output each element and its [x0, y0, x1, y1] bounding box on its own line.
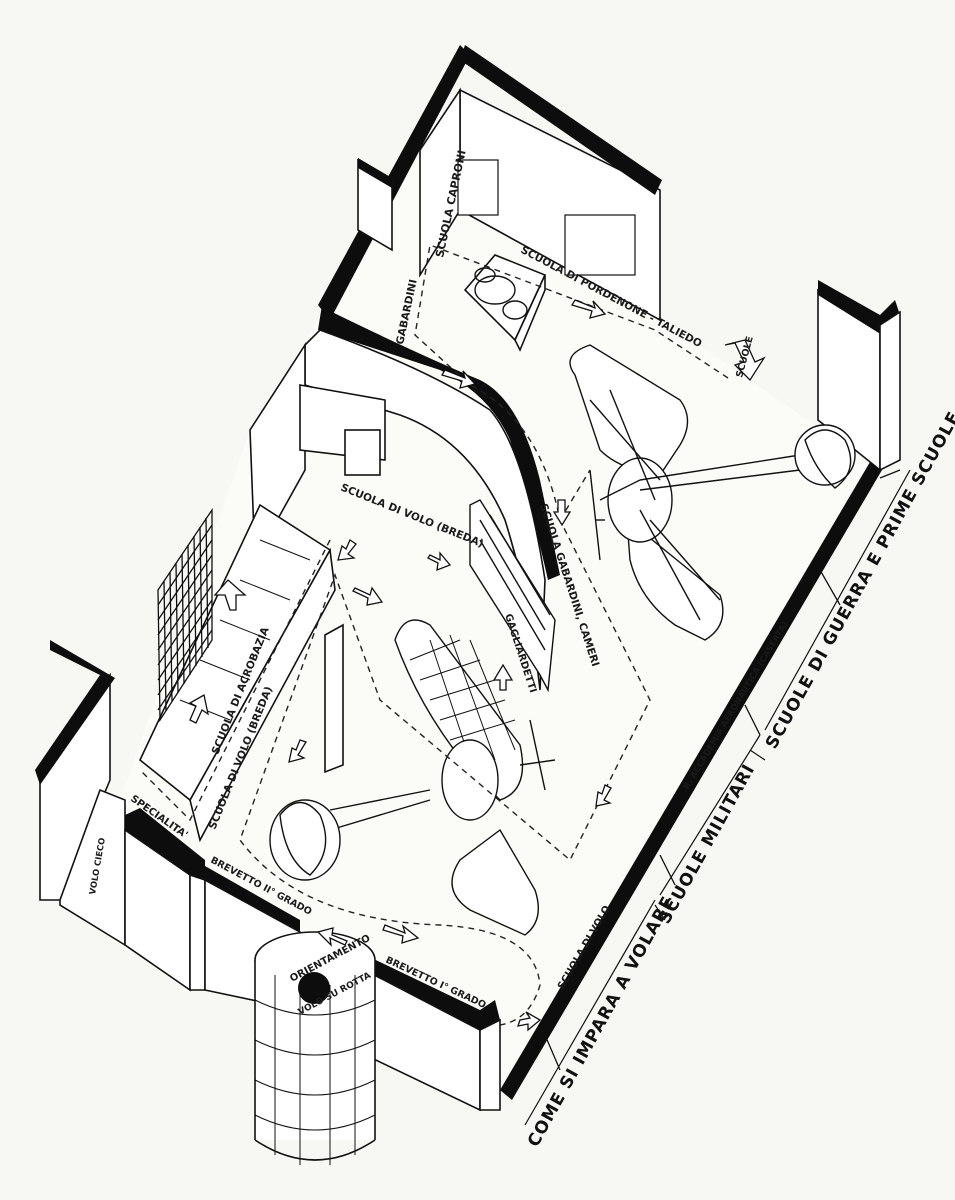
right-dividers: [544, 469, 901, 1071]
grid-panel: [157, 507, 213, 723]
mid-block-door: [344, 429, 381, 476]
visitor-route-3: [139, 539, 331, 822]
top-room-door: [457, 159, 499, 216]
bottom-wall-cap: [355, 950, 500, 1030]
center-pillar: [324, 623, 344, 774]
top-room-panel: [564, 214, 636, 276]
visitor-route-2: [559, 469, 591, 521]
right-top-pier: [879, 310, 901, 472]
mid-left-wall: [249, 342, 306, 563]
shelving-top: [139, 503, 332, 802]
curved-partition: [318, 305, 560, 580]
lower-left-cap: [35, 640, 115, 785]
right-top-cap: [818, 280, 900, 335]
bottom-corner-wall: [479, 1018, 501, 1111]
long-right-wall: [500, 462, 882, 1100]
front-wall-cap: [205, 866, 300, 932]
orientamento-tower: [254, 931, 376, 1165]
section-rules: [524, 469, 911, 1126]
upper-aircraft: [569, 344, 856, 641]
lower-right-block: [189, 873, 206, 991]
top-stub-cap: [358, 158, 392, 188]
gagliardetti-panel: [469, 499, 556, 693]
route-arrows: [188, 299, 766, 1032]
top-back-wall-cap: [460, 45, 662, 195]
lower-black-wall: [125, 808, 205, 880]
visitor-route: [239, 244, 729, 1026]
top-left-wall-cap: [318, 45, 470, 320]
engine-display: [463, 254, 547, 352]
lower-aircraft: [269, 619, 556, 936]
